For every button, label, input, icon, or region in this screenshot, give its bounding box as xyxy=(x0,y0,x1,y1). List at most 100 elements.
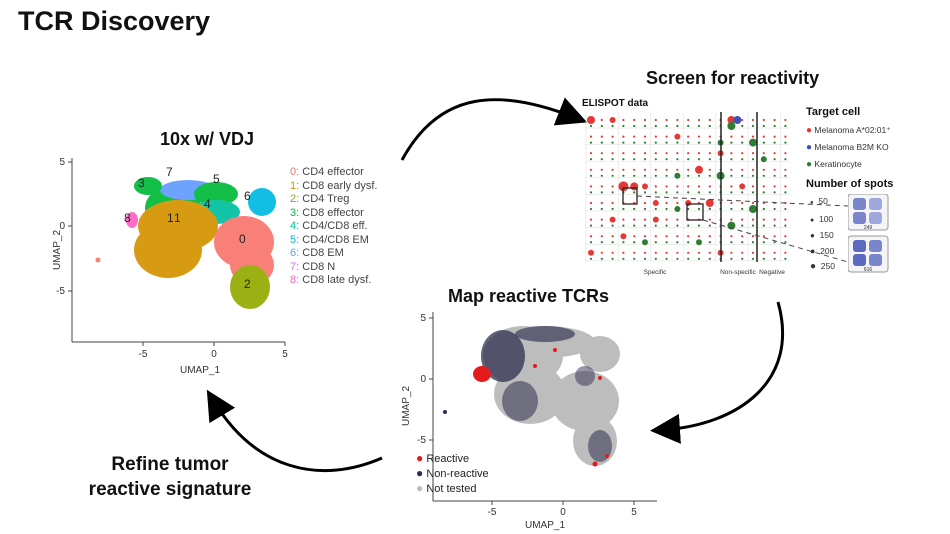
elispot-spot xyxy=(600,207,603,211)
elispot-spot xyxy=(611,251,614,254)
elispot-spot xyxy=(697,135,701,138)
elispot-spot xyxy=(665,168,668,171)
elispot-spot xyxy=(654,124,657,128)
elispot-spot xyxy=(665,201,668,205)
elispot-spot xyxy=(633,218,636,221)
elispot-spot xyxy=(600,185,603,188)
elispot-spot xyxy=(751,191,755,194)
elispot-spot xyxy=(741,141,744,144)
target-cell-title: Target cell xyxy=(806,106,861,118)
elispot-spot-large xyxy=(696,239,702,246)
elispot-spot xyxy=(708,191,711,194)
elispot-spot xyxy=(741,218,744,221)
elispot-spot xyxy=(611,135,614,138)
vdj-xtick: -5 xyxy=(139,349,148,360)
vdj-legend-item: 8: CD8 late dysf. xyxy=(290,274,372,286)
elispot-spot-large xyxy=(642,239,648,246)
elispot-spot-large xyxy=(727,122,736,130)
elispot-spot xyxy=(676,257,679,260)
elispot-spot xyxy=(751,218,755,221)
elispot-spot xyxy=(643,251,647,254)
elispot-spot xyxy=(589,235,593,238)
elispot-spot xyxy=(622,257,625,260)
elispot-spot xyxy=(697,191,701,194)
elispot-spot xyxy=(762,191,765,194)
elispot-spot xyxy=(633,141,636,144)
elispot-spot xyxy=(665,135,668,138)
elispot-spot xyxy=(708,168,711,171)
spots-title: Number of spots xyxy=(806,178,894,190)
elispot-spot xyxy=(654,235,657,238)
elispot-spot xyxy=(773,191,776,194)
vdj-legend-item: 6: CD8 EM xyxy=(290,247,344,259)
elispot-spot xyxy=(600,158,603,161)
map-legend-item: ● Not tested xyxy=(416,481,477,495)
well-count: 616 xyxy=(864,267,873,273)
vdj-ytick: 5 xyxy=(59,157,65,168)
elispot-spot xyxy=(611,152,614,155)
elispot-spot xyxy=(600,235,603,238)
elispot-spot xyxy=(697,158,701,161)
vdj-cluster-label: 3 xyxy=(138,176,145,190)
elispot-spot xyxy=(665,152,668,155)
elispot-spot xyxy=(643,235,647,238)
elispot-spot xyxy=(622,224,625,227)
elispot-spot xyxy=(784,257,787,260)
elispot-spot xyxy=(622,218,625,221)
elispot-spot xyxy=(622,174,625,177)
elispot-spot xyxy=(708,224,711,227)
elispot-spot xyxy=(622,251,625,254)
elispot-spot xyxy=(687,168,690,171)
elispot-spot-large xyxy=(674,172,681,179)
elispot-spot xyxy=(633,224,636,227)
elispot-spot xyxy=(741,168,744,171)
elispot-spot xyxy=(665,158,668,161)
elispot-spot xyxy=(751,241,755,244)
elispot-spot xyxy=(687,158,690,161)
elispot-spot xyxy=(643,207,647,211)
elispot-spot xyxy=(784,174,787,177)
elispot-spot xyxy=(784,124,787,128)
elispot-spot xyxy=(676,118,679,122)
elispot-spot xyxy=(589,124,593,128)
elispot-spot xyxy=(697,118,701,122)
elispot-spot xyxy=(784,158,787,161)
elispot-section-label: Negative xyxy=(759,269,785,276)
elispot-spot xyxy=(741,118,744,122)
elispot-spot-large xyxy=(609,117,616,123)
page-title: TCR Discovery xyxy=(18,6,211,36)
elispot-spot xyxy=(676,158,679,161)
elispot-spot xyxy=(730,241,733,244)
elispot-spot xyxy=(611,168,614,171)
elispot-spot xyxy=(687,152,690,155)
elispot-spot xyxy=(762,118,765,122)
elispot-spot xyxy=(589,201,593,205)
elispot-spot xyxy=(643,174,647,177)
map-cell-cloud xyxy=(443,326,620,467)
vdj-xtick: 0 xyxy=(211,349,217,360)
elispot-spot xyxy=(687,235,690,238)
map-umap-plot: 5 0 -5 -5 0 5 UMAP_1 UMAP_2 xyxy=(401,312,657,531)
elispot-spot xyxy=(676,141,679,144)
elispot-spot xyxy=(708,235,711,238)
elispot-spot xyxy=(589,218,593,221)
vdj-cluster-label: 6 xyxy=(244,189,251,203)
elispot-spot xyxy=(622,152,625,155)
elispot-spot-large xyxy=(749,138,757,147)
elispot-spot xyxy=(762,174,765,177)
elispot-spot xyxy=(751,257,755,260)
elispot-spot xyxy=(687,241,690,244)
elispot-spot xyxy=(643,141,647,144)
elispot-spot xyxy=(611,207,614,211)
elispot-spot xyxy=(589,174,593,177)
elispot-spot xyxy=(600,124,603,128)
elispot-spot xyxy=(762,251,765,254)
elispot-spot xyxy=(643,191,647,194)
elispot-spot xyxy=(665,218,668,221)
elispot-spot xyxy=(708,174,711,177)
elispot-spot xyxy=(665,118,668,122)
refine-label: Refine tumor reactive signature xyxy=(88,454,252,500)
arrow-screen-to-map xyxy=(650,301,785,444)
elispot-spot xyxy=(773,251,776,254)
elispot-spot xyxy=(676,152,679,155)
